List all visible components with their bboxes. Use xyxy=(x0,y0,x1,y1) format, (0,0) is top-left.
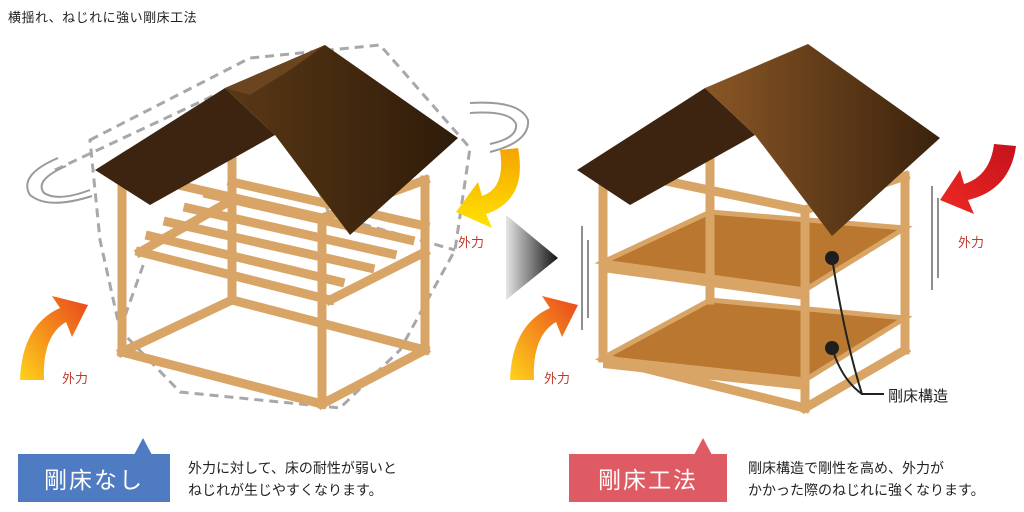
label-rigid-floor-structure: 剛床構造 xyxy=(888,387,949,405)
roof-right xyxy=(577,44,940,236)
comparison-illustration xyxy=(20,43,1016,415)
house-no-rigid-floor xyxy=(26,43,530,411)
badge-rigid-floor-method: 剛床工法 xyxy=(569,454,727,502)
force-arrow-right-lower xyxy=(510,296,578,380)
badge-no-rigid-floor: 剛床なし xyxy=(18,454,170,502)
force-arrow-left-lower xyxy=(20,296,88,380)
description-rigid-floor-method: 剛床構造で剛性を高め、外力が かかった際のねじれに強くなります。 xyxy=(748,461,985,499)
transition-arrow xyxy=(506,215,558,300)
vibration-marks xyxy=(581,186,939,330)
label-external-force-4: 外力 xyxy=(958,236,985,251)
page-title: 横揺れ、ねじれに強い剛床工法 xyxy=(8,11,198,26)
upper-floor-board xyxy=(594,209,913,293)
wood-frame xyxy=(116,121,432,411)
roof xyxy=(95,45,458,235)
description-no-rigid-floor: 外力に対して、床の耐性が弱いと ねじれが生じやすくなります。 xyxy=(188,461,397,499)
force-arrow-right-upper xyxy=(940,144,1016,214)
sway-marks xyxy=(26,101,530,204)
house-rigid-floor xyxy=(577,44,940,415)
label-external-force-1: 外力 xyxy=(458,236,485,251)
force-arrow-left-upper xyxy=(456,148,520,228)
label-external-force-2: 外力 xyxy=(62,372,89,387)
label-external-force-3: 外力 xyxy=(544,372,571,387)
